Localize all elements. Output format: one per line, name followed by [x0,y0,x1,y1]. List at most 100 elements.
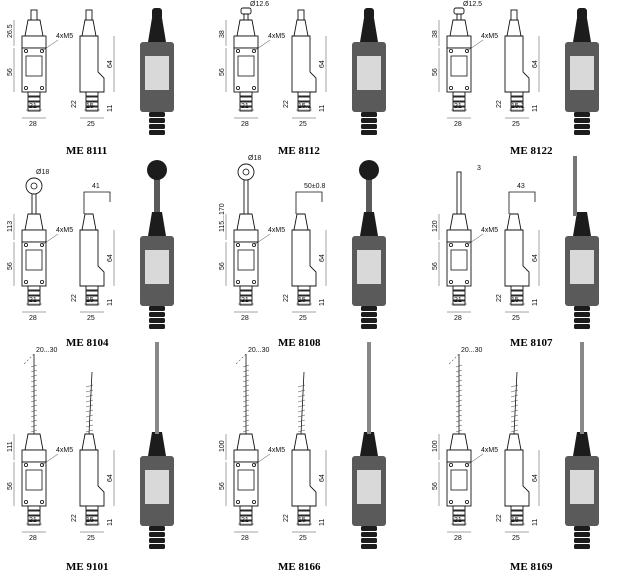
leader-line [41,453,59,466]
dimension-label: 21 [454,517,462,524]
photo-gland [361,112,377,117]
dimension-label: Ø18 [248,155,261,162]
screw-hole [235,499,240,504]
dimension-label: 50±0.8 [304,183,325,190]
photo-spring [155,342,159,434]
dimension-label: 100 [219,440,226,452]
leader-line [253,39,271,52]
conduit-thread [297,101,311,107]
spring-coil [242,394,250,398]
head-cap [24,213,44,231]
dimension-label: 22 [283,100,290,108]
photo-gland [149,124,165,129]
dimension-label: 28 [454,315,462,322]
conduit-thread [85,300,99,306]
conduit-thread [85,96,99,102]
dimension-label: 100 [432,440,439,452]
photo-gland [361,324,377,329]
screw-hole [235,49,240,54]
conduit-thread [510,96,524,102]
conduit-thread [510,510,524,516]
conduit-thread [510,520,524,526]
dimension-label: 56 [219,262,226,270]
spring-coil [30,399,38,403]
roller-hub [242,168,250,176]
spring-coil [85,404,94,408]
spring-coil [30,374,38,378]
dimension-label: 115...170 [219,203,226,232]
photo-gland [361,318,377,323]
photo-gland [574,526,590,531]
spring-coil [510,419,519,423]
spring-coil [510,409,519,413]
cover-window [450,55,468,77]
spring-coil [30,389,38,393]
screw-hole [252,49,257,54]
spring-coil [30,379,38,383]
dimension-label: 22 [283,294,290,302]
dimension-label: 25 [87,315,95,322]
switch-body-side [504,449,530,507]
dimension-label: 64 [107,254,114,262]
spring-coil [455,389,463,393]
product-photo [352,8,386,135]
spring-coil [30,419,38,423]
photo-head [360,18,378,42]
photo-gland [574,538,590,543]
screw-hole [23,243,28,248]
spring-coil [30,424,38,428]
head-cap [81,433,97,451]
conduit-thread [297,510,311,516]
model-label: ME 8107 [510,337,553,349]
product-photo [565,342,599,549]
conduit-thread [239,505,253,511]
dimension-label: 64 [319,254,326,262]
spring-coil [455,394,463,398]
photo-gland [574,544,590,549]
dimension-label: 25 [299,121,307,128]
conduit-thread [239,510,253,516]
head-cap [449,19,469,37]
spring-coil [30,414,38,418]
screw-hole [252,243,257,248]
dimension-label: 111 [7,441,14,452]
spring-coil [85,409,94,413]
photo-gland [149,324,165,329]
dimension-label: 20...30 [36,347,58,354]
cover-window [25,469,43,491]
cover-window [237,55,255,77]
spring-coil [455,399,463,403]
photo-gland [149,118,165,123]
conduit-thread [27,96,41,102]
screw-hole [448,49,453,54]
dimension-label: 11 [532,299,539,306]
photo-head [148,432,166,456]
photo-plunger [152,8,162,20]
dimension-label: 22 [283,514,290,522]
cover-window [25,249,43,271]
spring-coil [30,364,38,368]
conduit-thread [297,285,311,291]
spring-coil [85,414,94,418]
deflection-arc [235,353,247,365]
conduit-thread [239,295,253,301]
dimension-label: 11 [107,299,114,306]
dimension-label: 15 [86,517,94,524]
spring-coil [85,429,94,433]
head-block [233,229,259,243]
screw-hole [448,243,453,248]
conduit-thread [239,106,253,112]
conduit-thread [452,505,466,511]
dimension-label: 64 [532,254,539,262]
screw-hole [465,463,470,468]
conduit-thread [27,300,41,306]
product-photo [565,156,599,329]
dimension-label: 11 [532,105,539,112]
